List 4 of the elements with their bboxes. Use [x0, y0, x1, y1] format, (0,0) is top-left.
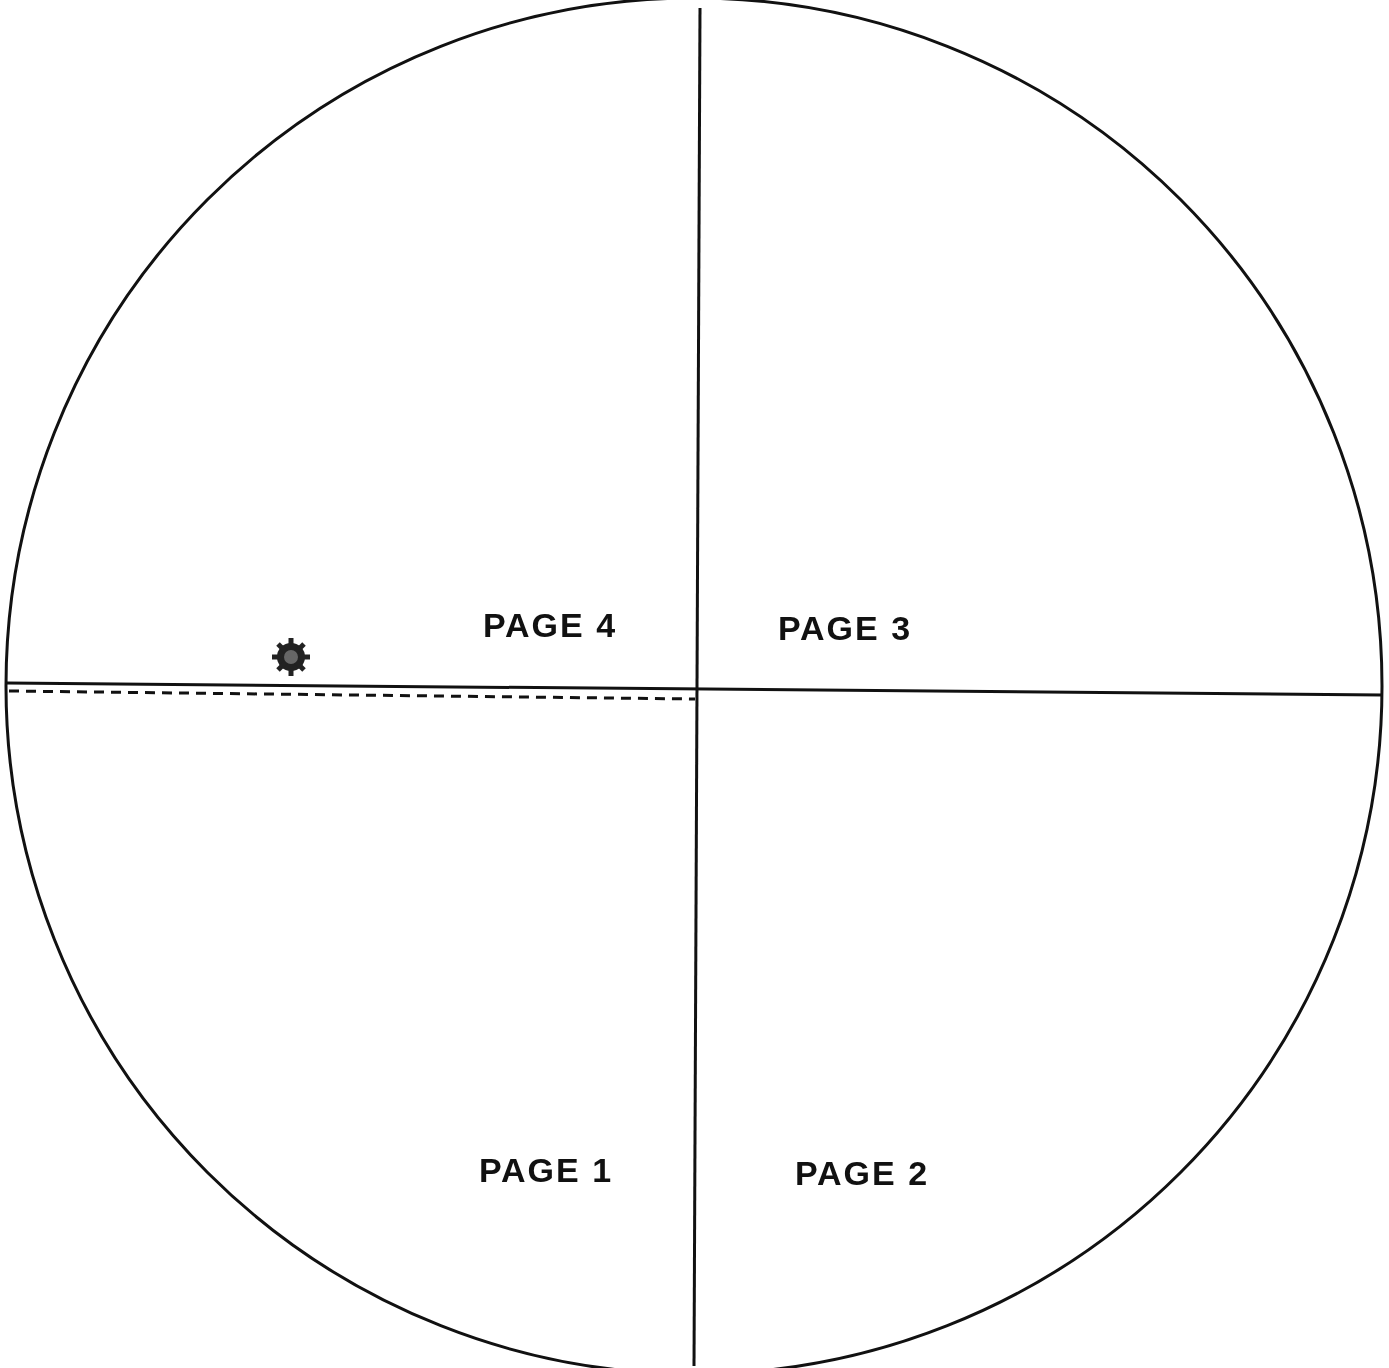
page-label: PAGE 2: [794, 1153, 930, 1193]
page-label: PAGE 1: [478, 1150, 614, 1190]
page-label: PAGE 4: [482, 605, 618, 645]
page-label: PAGE 3: [777, 608, 913, 648]
